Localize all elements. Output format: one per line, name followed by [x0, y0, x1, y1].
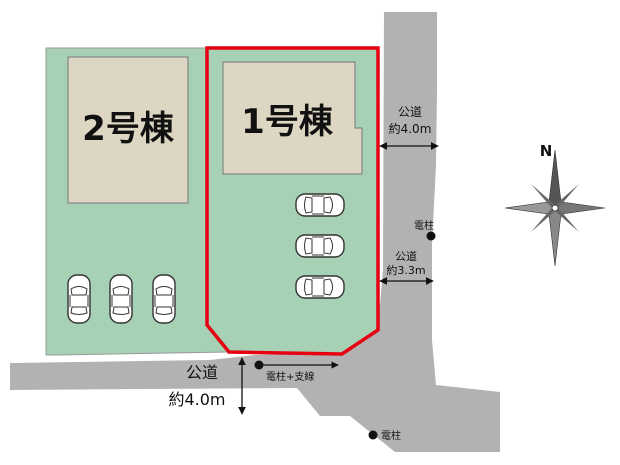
- car-icon: [295, 275, 345, 299]
- building-1-footprint: [222, 61, 363, 175]
- road-east-mid-name: 公道: [395, 249, 417, 263]
- road-east-top-width: 約4.0m: [389, 121, 432, 136]
- road-east-top-name: 公道: [398, 105, 422, 119]
- pole-south-bottom-label: 電柱: [381, 429, 401, 442]
- car-icon: [295, 234, 345, 258]
- building-2-footprint: [67, 56, 189, 204]
- utility-pole-icon: [426, 231, 436, 241]
- road-east: [10, 12, 500, 452]
- pole-east-label: 電柱: [414, 219, 434, 232]
- utility-pole-icon: [368, 430, 378, 440]
- compass-rose-icon: [504, 149, 606, 267]
- pole-south-guy-label: 電柱+支線: [266, 370, 314, 383]
- building-2-label: 2号棟: [82, 109, 175, 149]
- car-icon: [67, 274, 91, 324]
- road-east-mid-width: 約3.3m: [386, 263, 425, 277]
- car-icon: [295, 193, 345, 217]
- car-icon: [152, 274, 176, 324]
- car-icon: [109, 274, 133, 324]
- building-1-label: 1号棟: [241, 102, 334, 142]
- road-south-name: 公道: [186, 363, 218, 382]
- road-south-width: 約4.0m: [168, 390, 225, 409]
- compass-north-label: N: [540, 142, 553, 160]
- utility-pole-icon: [254, 360, 264, 370]
